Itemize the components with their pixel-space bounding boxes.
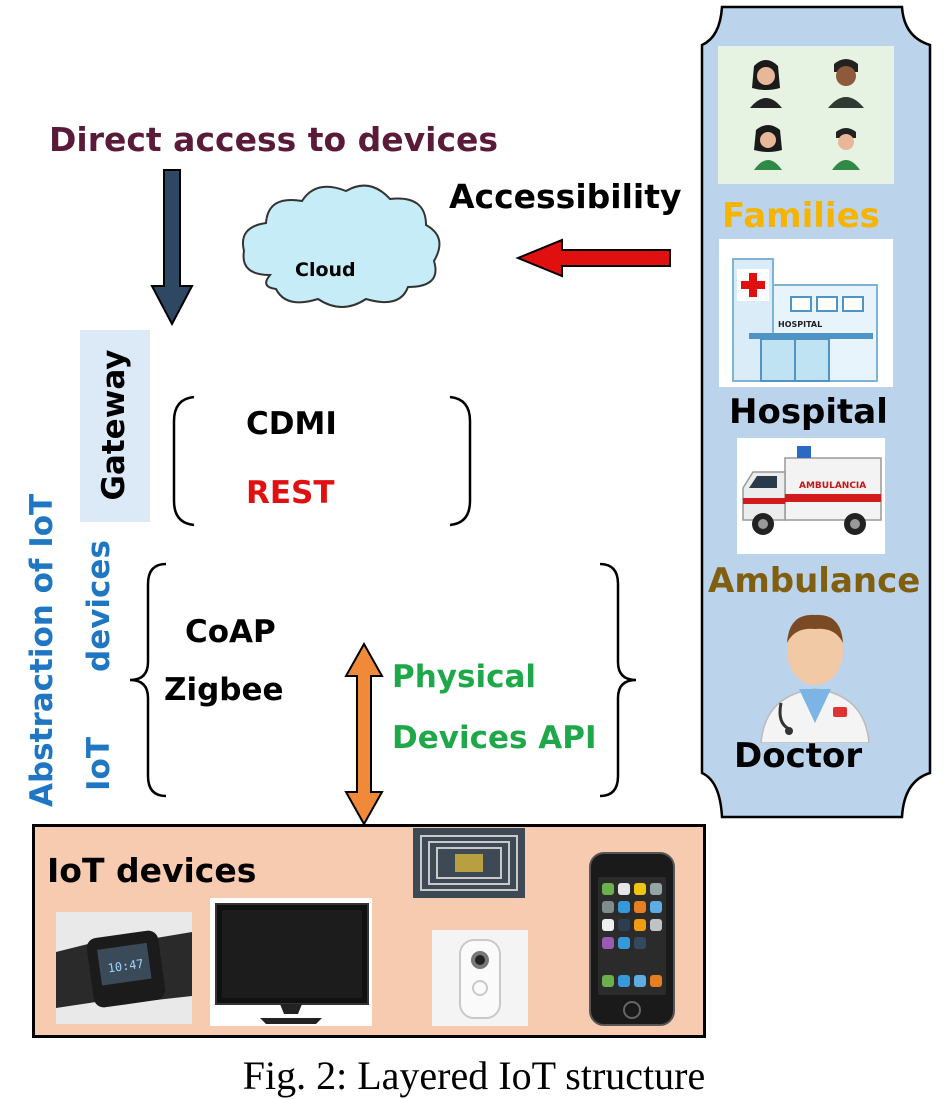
doctor-label: Doctor <box>734 736 863 776</box>
rest-label: REST <box>246 475 335 511</box>
families-label: Families <box>722 196 880 236</box>
gateway-label: Gateway <box>96 349 132 501</box>
monitor-image <box>210 898 372 1026</box>
ambulance-image: AMBULANCIA <box>737 438 885 554</box>
abstraction-devices-label: devices <box>81 540 117 672</box>
man-icon <box>828 59 864 108</box>
smartwatch-image: 10:47 <box>56 912 192 1024</box>
accessibility-label: Accessibility <box>449 177 682 216</box>
direct-access-label: Direct access to devices <box>49 120 499 159</box>
zigbee-label: Zigbee <box>164 672 284 708</box>
ambulance-label: Ambulance <box>708 561 921 601</box>
left-arrow-icon <box>515 238 671 278</box>
gateway-left-bracket <box>172 395 195 527</box>
coap-label: CoAP <box>185 614 276 650</box>
rfid-chip-image <box>413 828 525 898</box>
girl-icon <box>754 125 782 170</box>
abstraction-right-brace <box>599 562 637 798</box>
abstraction-left-brace <box>129 562 167 798</box>
cloud-icon <box>242 184 441 308</box>
boy-icon <box>832 128 860 170</box>
woman-icon <box>750 60 782 108</box>
svg-text:10:47: 10:47 <box>107 957 145 976</box>
hospital-image: HOSPITAL <box>719 239 893 387</box>
down-arrow-icon <box>150 169 194 327</box>
gateway-right-bracket <box>449 395 472 527</box>
doctor-image <box>755 603 875 743</box>
abstraction-iot-label: IoT <box>81 737 117 791</box>
abstraction-label: Abstraction of IoT <box>24 493 60 807</box>
double-arrow-icon <box>344 642 384 826</box>
security-camera-image <box>432 930 528 1026</box>
cdmi-label: CDMI <box>246 406 337 442</box>
physical-api-line2: Devices API <box>392 720 597 756</box>
families-image <box>718 46 894 184</box>
gateway-band <box>80 330 150 522</box>
ambulance-sign: AMBULANCIA <box>799 481 866 491</box>
cloud-label: Cloud <box>295 259 356 281</box>
hospital-sign: HOSPITAL <box>778 320 822 329</box>
user-panel <box>700 5 932 819</box>
smartphone-image <box>588 851 676 1027</box>
figure-caption: Fig. 2: Layered IoT structure <box>242 1053 706 1098</box>
hospital-label: Hospital <box>729 392 888 432</box>
iot-devices-title: IoT devices <box>47 851 257 890</box>
physical-api-line1: Physical <box>392 659 536 695</box>
